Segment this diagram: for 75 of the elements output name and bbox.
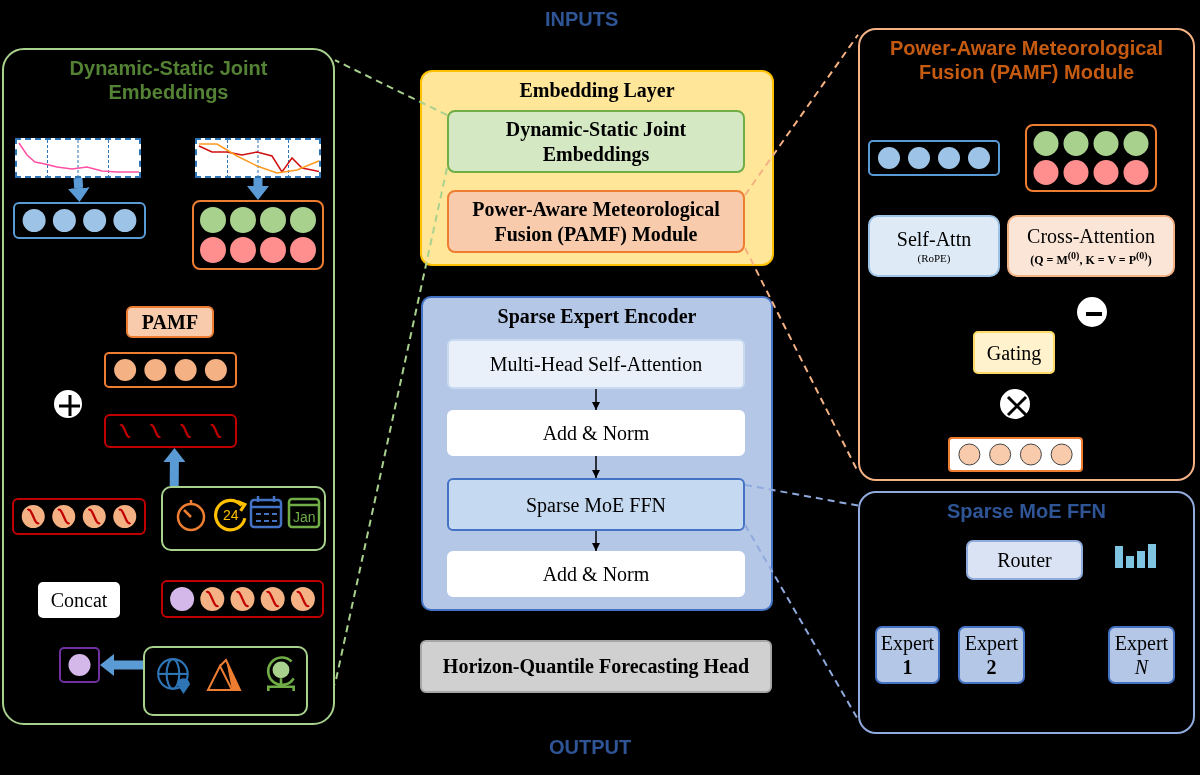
arrow [592,530,600,552]
dashed-connector [334,59,448,117]
expert-box [1108,626,1175,684]
box-label: Cross-Attention [1027,224,1155,248]
embedding-vector [192,200,324,270]
operation-box [38,582,120,618]
box-label: PAMF [141,309,199,335]
line-chart-drawing [195,138,321,178]
block-arrow [247,178,269,200]
panel-title: Embedding Layer [518,78,676,103]
arrow [592,455,600,479]
panel-title: Sparse MoE FFN [946,499,1107,523]
embedding-vector [12,498,146,535]
layer-container [420,70,774,266]
process-box [966,540,1083,580]
stage-label: OUTPUT [549,736,632,759]
dashed-connector [744,33,859,197]
expert-box [958,626,1025,684]
box-sublabel: (RoPE) [917,251,951,265]
box-label: Gating [986,340,1042,365]
line-chart-drawing [15,138,141,178]
box-label: Add & Norm [542,562,650,586]
embedding-panel [2,48,335,725]
dashed-connector [744,483,859,507]
box-label: Expert 1 [880,631,935,679]
process-box [447,410,745,456]
embedding-vector [104,414,237,448]
add-operator [54,390,82,418]
process-box [868,215,1000,277]
module-box [126,306,214,338]
block-arrow [163,448,186,487]
process-box [447,478,745,531]
panel-title: Power-Aware Meteorological Fusion (PAMF) Module [888,36,1164,84]
block-arrow [67,177,90,202]
subtract-operator [1077,297,1107,327]
multiply-operator [1000,389,1030,419]
embedding-vector [13,202,146,239]
embedding-vector [868,140,1000,176]
panel-title: Dynamic-Static Joint Embeddings [68,56,269,104]
ffn-panel [858,491,1195,734]
process-box [447,551,745,597]
box-label: Power-Aware Meteorological Fusion (PAMF) Module [471,196,721,247]
embedding-vector [59,647,100,683]
box-label: Expert N [1114,631,1169,679]
box-label: Self-Attn [896,227,972,251]
box-sublabel: (Q = M$^{(0)}$, K = V = P$^{(0)}$) [1030,249,1152,268]
feature-group-box [161,486,326,551]
icon-text: Jan [293,509,316,525]
module-box [447,110,745,173]
box-label: Concat [50,588,108,612]
embedding-vector [1025,124,1157,192]
box-label: Sparse MoE FFN [526,492,666,517]
box-label: Horizon-Quantile Forecasting Head [442,654,750,679]
embedding-vector [161,580,324,618]
embedding-vector [104,352,237,388]
panel-title: Sparse Expert Encoder [496,304,698,329]
box-label: Expert 2 [964,631,1019,679]
process-box [1007,215,1175,277]
module-box [447,190,745,253]
block-arrow [100,653,143,676]
box-label: Multi-Head Self-Attention [489,352,703,376]
dashed-connector [744,523,859,721]
box-label: Dynamic-Static Joint Embeddings [504,116,688,167]
stage-label: INPUTS [545,8,619,31]
embedding-vector [948,437,1083,472]
module-panel [858,28,1195,481]
icon-text: 24 [223,507,239,523]
process-box [420,640,772,693]
process-box [447,339,745,389]
feature-group-box [143,646,308,716]
arrow [592,388,600,411]
process-box [973,331,1055,374]
encoder-container [421,296,773,611]
box-label: Add & Norm [542,421,650,445]
box-label: Router [997,548,1052,572]
